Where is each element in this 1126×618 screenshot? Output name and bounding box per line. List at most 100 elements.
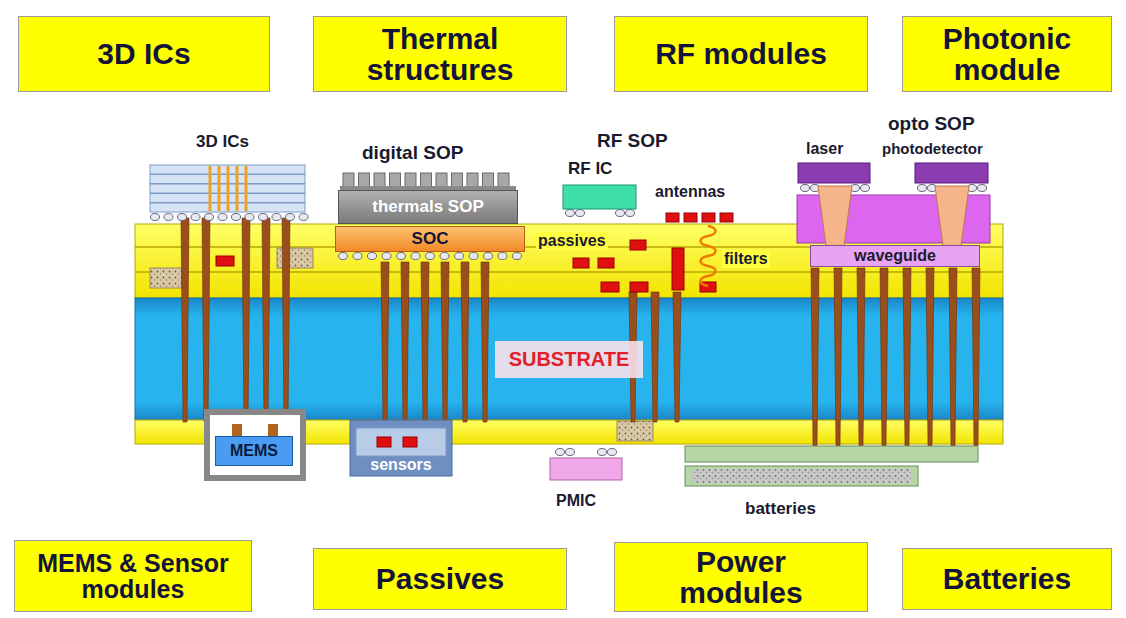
via (282, 218, 290, 422)
mems-chip: MEMS (215, 436, 293, 466)
via (651, 292, 659, 422)
category-box: 3D ICs (18, 16, 270, 92)
solder-bump (191, 214, 200, 221)
part-label: digital SOP (362, 143, 463, 164)
solder-bump (411, 253, 420, 260)
solder-bump (576, 210, 585, 217)
solder-bump (353, 253, 362, 260)
via (481, 262, 489, 422)
via (857, 268, 865, 446)
part-label: antennas (655, 183, 725, 201)
solder-bump (566, 449, 575, 456)
battery-cell (685, 446, 978, 462)
solder-bump (245, 214, 254, 221)
light-guide (818, 186, 852, 246)
via (834, 268, 842, 446)
solder-bump (801, 185, 810, 192)
mems-pad (232, 424, 242, 436)
part-label: batteries (745, 500, 816, 519)
node-text: RF modules (651, 38, 831, 70)
category-box: RF modules (614, 16, 868, 92)
solder-bump (469, 253, 478, 260)
solder-bump (556, 449, 565, 456)
via (181, 218, 189, 422)
sensor-element (377, 437, 391, 447)
part-label: photodetector (882, 141, 983, 158)
light-guide (935, 186, 969, 246)
via (926, 268, 934, 446)
solder-bump (286, 214, 295, 221)
via (421, 262, 429, 422)
node-text: 3D ICs (93, 38, 194, 70)
via (903, 268, 911, 446)
antenna-elements (666, 213, 733, 222)
via (401, 262, 409, 422)
solder-bump (218, 214, 227, 221)
via (673, 292, 681, 422)
pmic-chip (550, 458, 622, 480)
solder-bump (397, 253, 406, 260)
node-text: sensors (366, 457, 435, 474)
category-box: Batteries (902, 548, 1112, 610)
rf-ic-chip (563, 185, 636, 209)
solder-bump (566, 210, 575, 217)
solder-bump (339, 253, 348, 260)
substrate-band: SUBSTRATE (135, 298, 1003, 420)
node-text: Photonic module (913, 23, 1101, 86)
part-label: 3D ICs (196, 133, 249, 152)
solder-bump (861, 185, 870, 192)
category-box: Passives (313, 548, 567, 610)
solder-bump (918, 185, 927, 192)
part-label: RF SOP (597, 131, 668, 152)
waveguide-box: waveguide (810, 245, 980, 268)
category-box: Thermal structures (313, 16, 567, 92)
node-text: thermals SOP (368, 198, 488, 216)
solder-bump (368, 253, 377, 260)
via (381, 262, 389, 422)
node-text: Thermal structures (336, 23, 544, 86)
embedded-part (150, 268, 182, 288)
node-text: Power modules (642, 546, 840, 609)
category-box: Power modules (614, 542, 868, 612)
node-text: Passives (372, 563, 508, 595)
embedded-part (617, 421, 653, 441)
solder-bump (178, 214, 187, 221)
via (441, 262, 449, 422)
part-label: PMIC (556, 492, 596, 510)
part-label: laser (806, 140, 843, 158)
sensor-box: sensors (350, 420, 452, 476)
node-text: MEMS (226, 443, 282, 460)
solder-bump (232, 214, 241, 221)
solder-bump (608, 449, 617, 456)
via (242, 218, 250, 422)
solder-bump (513, 253, 522, 260)
heat-sink-fins (340, 173, 516, 191)
part-label: RF IC (568, 160, 612, 179)
node-text: waveguide (850, 248, 940, 265)
solder-bump (484, 253, 493, 260)
sensor-element (403, 437, 417, 447)
part-label: passives (536, 232, 608, 250)
solder-bump (272, 214, 281, 221)
embedded-passive (216, 256, 234, 266)
node-text: Batteries (939, 563, 1075, 595)
category-box: MEMS & Sensor modules (14, 540, 252, 612)
laser-chip (798, 163, 870, 183)
via (811, 268, 819, 446)
battery-cell (685, 466, 918, 486)
node-text: MEMS & Sensor modules (15, 550, 251, 603)
solder-bump (151, 214, 160, 221)
solder-bump (426, 253, 435, 260)
part-label: filters (722, 250, 770, 268)
solder-bump (616, 210, 625, 217)
solder-bump (164, 214, 173, 221)
battery-texture (692, 469, 911, 483)
filter-coil (701, 226, 716, 286)
node-text: SOC (408, 230, 453, 248)
solder-bump (978, 185, 987, 192)
via (880, 268, 888, 446)
solder-bump (455, 253, 464, 260)
category-box: Photonic module (902, 16, 1112, 92)
